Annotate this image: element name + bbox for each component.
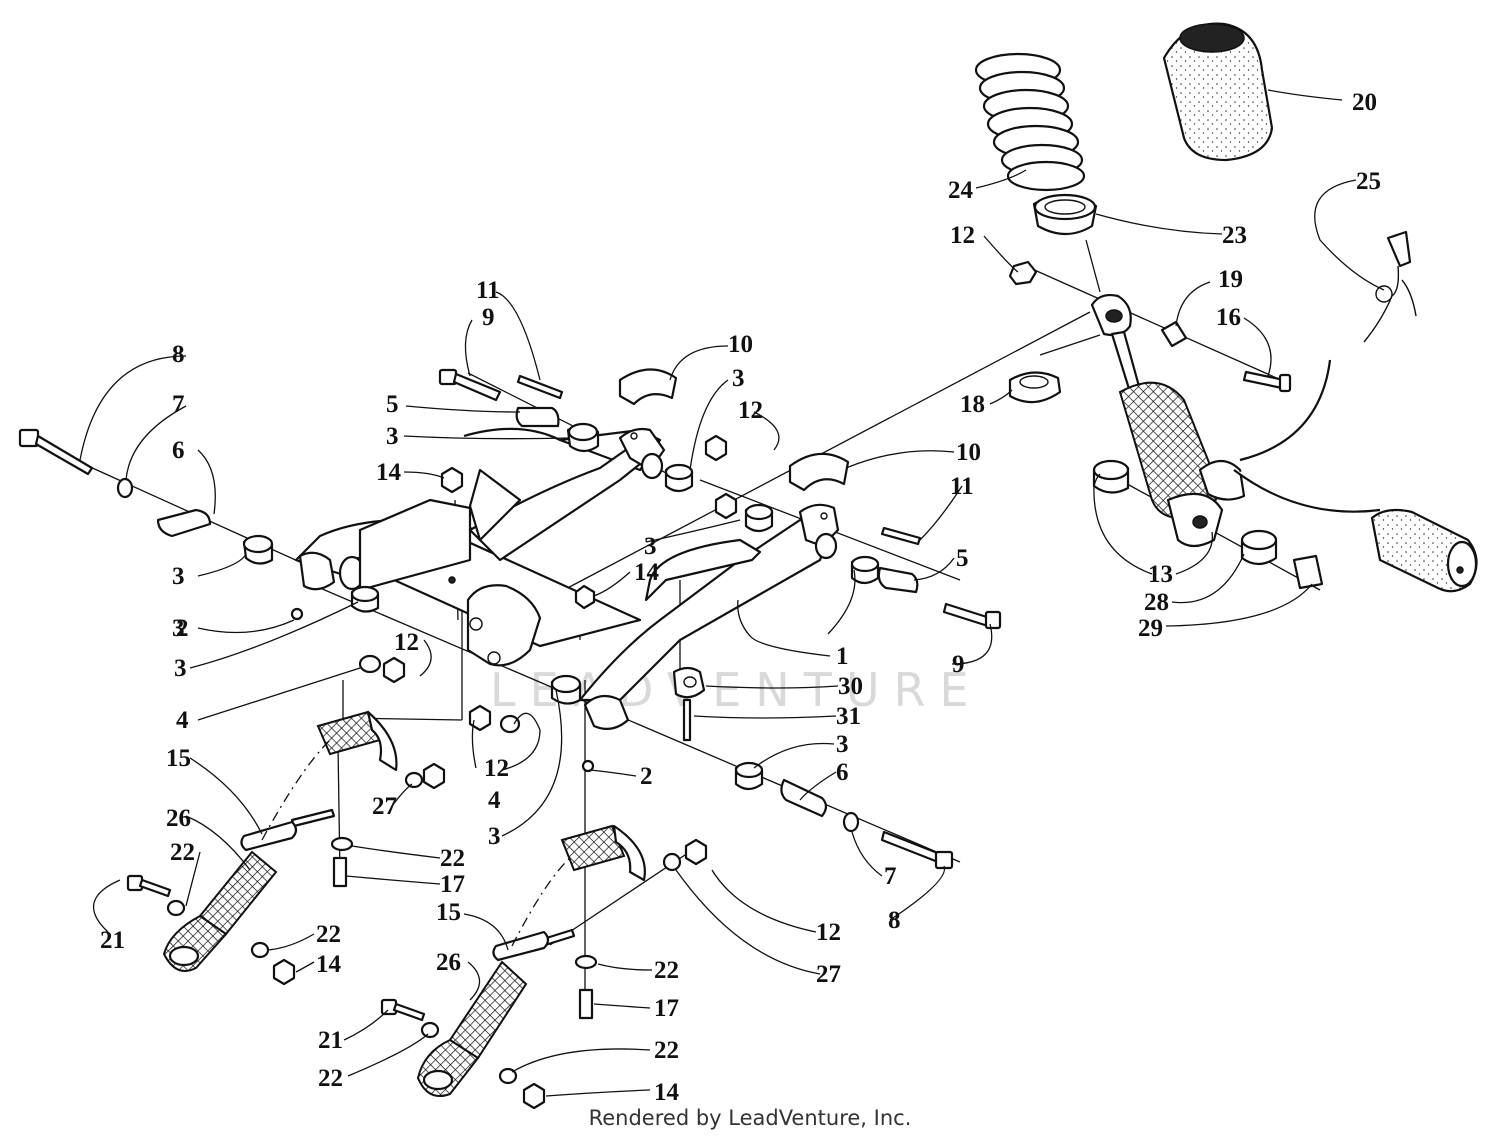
callout-26: 26 (436, 949, 461, 976)
callout-12: 12 (484, 755, 509, 782)
callout-29: 29 (1138, 615, 1163, 642)
pivot-bracket (672, 666, 706, 699)
shock-hose (1233, 359, 1381, 513)
callout-21: 21 (318, 1027, 343, 1054)
callout-7: 7 (172, 391, 185, 418)
callout-10: 10 (728, 331, 753, 358)
callout-9: 9 (482, 304, 495, 331)
callout-6: 6 (172, 437, 185, 464)
callout-5: 5 (386, 391, 399, 418)
callout-25: 25 (1356, 168, 1381, 195)
callout-3: 3 (488, 823, 501, 850)
callout-23: 23 (1222, 222, 1247, 249)
callout-4: 4 (176, 707, 189, 734)
coil-spring (974, 52, 1086, 192)
callout-14: 14 (634, 559, 660, 586)
shock-bushings (1092, 459, 1324, 590)
callout-3: 3 (836, 731, 849, 758)
callout-26: 26 (166, 805, 191, 832)
callout-5: 5 (956, 545, 969, 572)
callout-22: 22 (318, 1065, 343, 1092)
callout-3: 3 (386, 423, 399, 450)
shock-absorber (1090, 293, 1246, 548)
callout-28: 28 (1144, 589, 1169, 616)
callout-20: 20 (1352, 89, 1377, 116)
callout-17: 17 (654, 995, 679, 1022)
leader-lines (79, 89, 1385, 1097)
right-arm (578, 503, 840, 731)
bushings-spacers (156, 406, 919, 818)
callout-6: 6 (836, 759, 849, 786)
footrest-brackets (316, 710, 646, 882)
callout-18: 18 (960, 391, 985, 418)
callout-3: 3 (732, 365, 745, 392)
nuts-washers (116, 434, 860, 1110)
callout-3: 3 (172, 563, 185, 590)
callout-8: 8 (172, 341, 185, 368)
callout-9: 9 (952, 651, 965, 678)
callout-12: 12 (950, 222, 975, 249)
callout-24: 24 (948, 177, 974, 204)
callout-3: 3 (174, 655, 187, 682)
callout-15: 15 (166, 745, 191, 772)
callout-19: 19 (1218, 266, 1243, 293)
shock-hardware (1008, 260, 1292, 404)
spring-retainer (1032, 193, 1098, 236)
callout-3: 3 (644, 533, 657, 560)
shock-boot (1162, 22, 1274, 162)
footer-credit: Rendered by LeadVenture, Inc. (588, 1106, 912, 1130)
callout-21: 21 (100, 927, 125, 954)
callout-27: 27 (372, 793, 397, 820)
rubber-caps (618, 368, 850, 492)
callout-8: 8 (888, 907, 901, 934)
callout-2: 2 (640, 763, 653, 790)
callout-22: 22 (170, 839, 195, 866)
callout-31: 31 (836, 703, 861, 730)
callout-1: 1 (836, 643, 849, 670)
callout-15: 15 (436, 899, 461, 926)
bolts (18, 368, 1002, 1022)
callout-13: 13 (1148, 561, 1173, 588)
callout-27: 27 (816, 961, 841, 988)
upper-right-arm (468, 427, 666, 562)
reservoir-canister (1370, 508, 1478, 593)
footrest-pegs (162, 820, 550, 1097)
callout-4: 4 (488, 787, 501, 814)
callout-14: 14 (376, 459, 402, 486)
callout-14: 14 (654, 1079, 680, 1106)
callout-7: 7 (884, 863, 897, 890)
phantom-lines (261, 739, 571, 947)
callout-10: 10 (956, 439, 981, 466)
callout-17: 17 (440, 871, 465, 898)
callout-labels: 20 25 24 23 12 19 16 11 9 10 8 7 6 5 3 3… (100, 89, 1381, 1106)
callout-22: 22 (654, 1037, 679, 1064)
callout-11: 11 (950, 473, 974, 500)
callout-14: 14 (316, 951, 342, 978)
callout-16: 16 (1216, 304, 1241, 331)
callout-3: 3 (172, 615, 185, 642)
callout-30: 30 (838, 673, 863, 700)
air-valve-hose (1363, 230, 1417, 343)
callout-12: 12 (816, 919, 841, 946)
callout-12: 12 (394, 629, 419, 656)
callout-11: 11 (476, 277, 500, 304)
callout-22: 22 (440, 845, 465, 872)
callout-12: 12 (738, 397, 763, 424)
callout-2: 2 (176, 615, 189, 642)
center-cross-tube (338, 498, 642, 667)
callout-22: 22 (316, 921, 341, 948)
callout-22: 22 (654, 957, 679, 984)
